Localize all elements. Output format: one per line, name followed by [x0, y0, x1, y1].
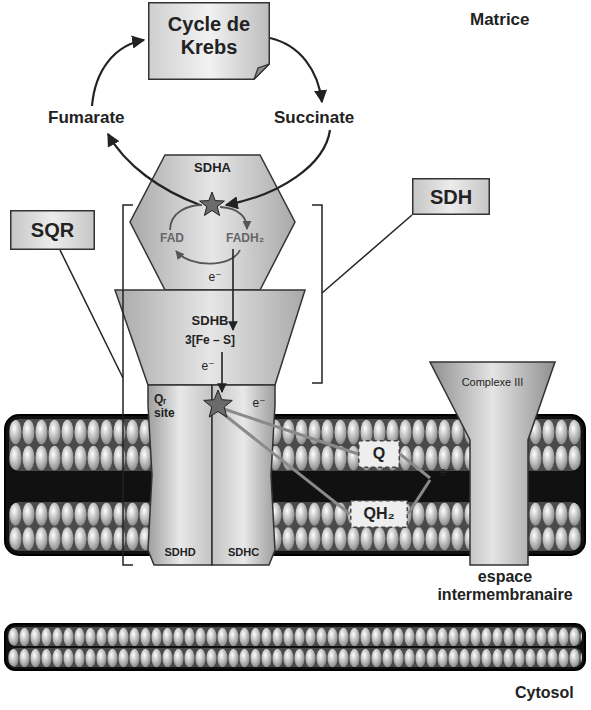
outer-membrane [5, 624, 585, 670]
label-box: SQR [10, 210, 95, 250]
free-label: e⁻ [440, 466, 462, 480]
subunit-trapezoid: SDHB 3[Fe – S] e⁻ [115, 290, 305, 385]
node-text: SDHA [130, 161, 295, 176]
node-text: e⁻ [199, 360, 217, 374]
free-label: Fumarate [48, 108, 158, 128]
free-label: Cytosol [515, 684, 590, 702]
node-text: e⁻ [250, 397, 268, 411]
node-text: SDHC [212, 546, 275, 559]
node-text: QH₂ [350, 505, 408, 523]
quinol-box: QH₂ [350, 500, 408, 528]
membrane-leaflet [8, 627, 582, 646]
electron-path [212, 405, 358, 454]
membrane-subunit: Qᵣ siteSDHD [148, 385, 212, 565]
membrane-leaflet [8, 648, 582, 667]
node-text: SDHB [115, 314, 305, 329]
node-text: Q [358, 445, 400, 463]
free-label: Matrice [470, 10, 570, 30]
brackets [60, 205, 412, 565]
node-text: FAD [150, 232, 194, 246]
free-label: espace intermembranaire [425, 568, 585, 605]
fad-cycle-arrows [170, 205, 247, 264]
quinone-box: Q [358, 440, 400, 468]
subunit-hexagon: SDHA FAD FADH₂ e⁻ [130, 155, 295, 290]
node-text: e⁻ [205, 271, 225, 285]
node-text: SDH [412, 186, 490, 209]
electron-arrows [222, 249, 233, 392]
node-outline [430, 362, 555, 565]
node-text: FADH₂ [218, 232, 272, 246]
electron-path [212, 405, 350, 514]
node-text: Complexe III [430, 376, 555, 389]
node-text: Qᵣ site [154, 393, 188, 421]
electron-path [408, 480, 430, 514]
node-outline [130, 155, 295, 290]
complex-shape: Complexe III [430, 362, 555, 565]
electron-path [400, 454, 430, 478]
free-label: Succinate [274, 108, 384, 128]
node-text: Cycle de Krebs [148, 13, 270, 59]
qr-site-star [204, 390, 233, 417]
krebs-box: Cycle de Krebs [148, 2, 270, 80]
label-box: SDH [412, 178, 490, 215]
active-site-star [200, 192, 225, 216]
node-text: SDHD [148, 546, 212, 559]
node-text: 3[Fe – S] [115, 334, 305, 348]
node-text: SQR [10, 219, 95, 242]
